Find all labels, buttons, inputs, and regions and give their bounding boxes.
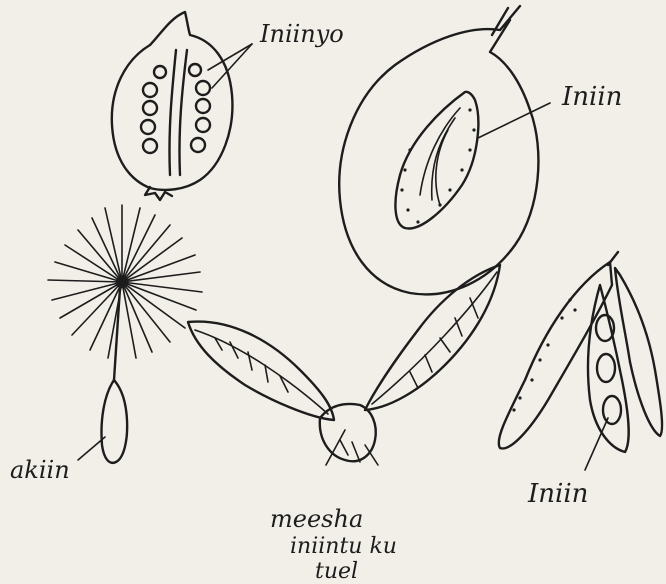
seed-ovules — [141, 64, 210, 153]
pod-speckles — [512, 298, 576, 411]
pod-seeds — [596, 315, 621, 424]
label-akiin: akiin — [10, 456, 70, 484]
pod-drawing: Iniin — [499, 252, 662, 509]
dandelion-seed-drawing: akiin — [10, 205, 202, 484]
label-iniin-stone: Iniin — [561, 82, 622, 112]
label-winged-line1: meesha — [270, 505, 363, 533]
stone-fruit-drawing: Iniin — [339, 6, 622, 294]
label-iniinyo: Iniinyo — [259, 20, 344, 48]
label-iniin-pod: Iniin — [527, 479, 588, 509]
winged-seed-drawing: meesha iniintu ku tuel — [188, 265, 500, 584]
label-winged-line2: iniintu ku — [290, 534, 397, 559]
seeded-fruit-drawing: Iniinyo — [112, 12, 344, 200]
pappus-bristles — [48, 205, 202, 358]
stone-speckles — [400, 108, 475, 223]
label-winged-line3: tuel — [315, 559, 358, 584]
